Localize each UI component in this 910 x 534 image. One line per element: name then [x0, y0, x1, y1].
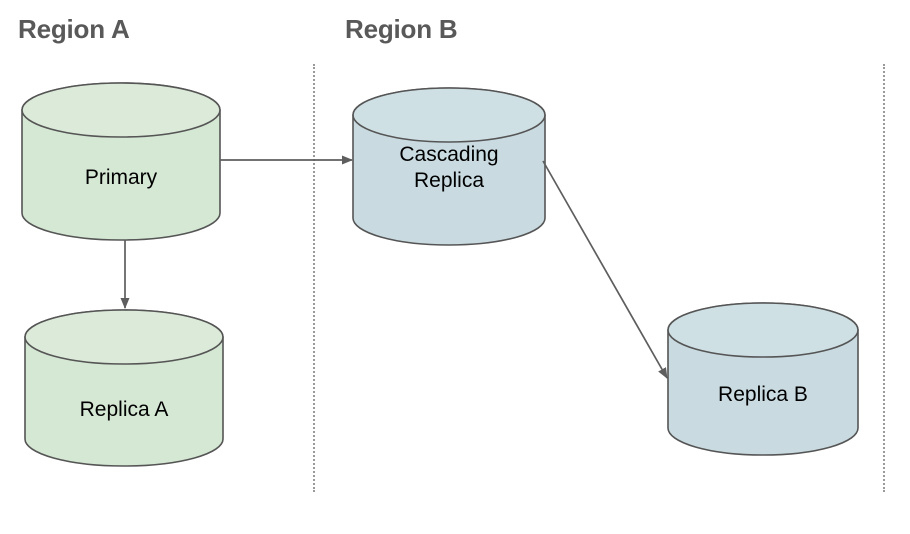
- cylinder-top: [24, 309, 224, 365]
- cylinder-primary[interactable]: [21, 82, 221, 241]
- region-divider-right: [883, 64, 885, 492]
- edges-layer: [120, 155, 668, 379]
- region-divider-left: [313, 64, 315, 492]
- cylinder-top: [21, 82, 221, 138]
- cylinder-top: [667, 302, 859, 358]
- cylinder-cascading-replica[interactable]: [352, 87, 546, 246]
- region-a-title: Region A: [18, 14, 130, 44]
- cylinder-replica-b[interactable]: [667, 302, 859, 456]
- edge-cascading-to-replica-b[interactable]: [542, 160, 668, 379]
- region-b-title: Region B: [345, 14, 458, 44]
- cylinder-top: [352, 87, 546, 143]
- cylinder-replica-a[interactable]: [24, 309, 224, 467]
- nodes-layer: [21, 82, 859, 467]
